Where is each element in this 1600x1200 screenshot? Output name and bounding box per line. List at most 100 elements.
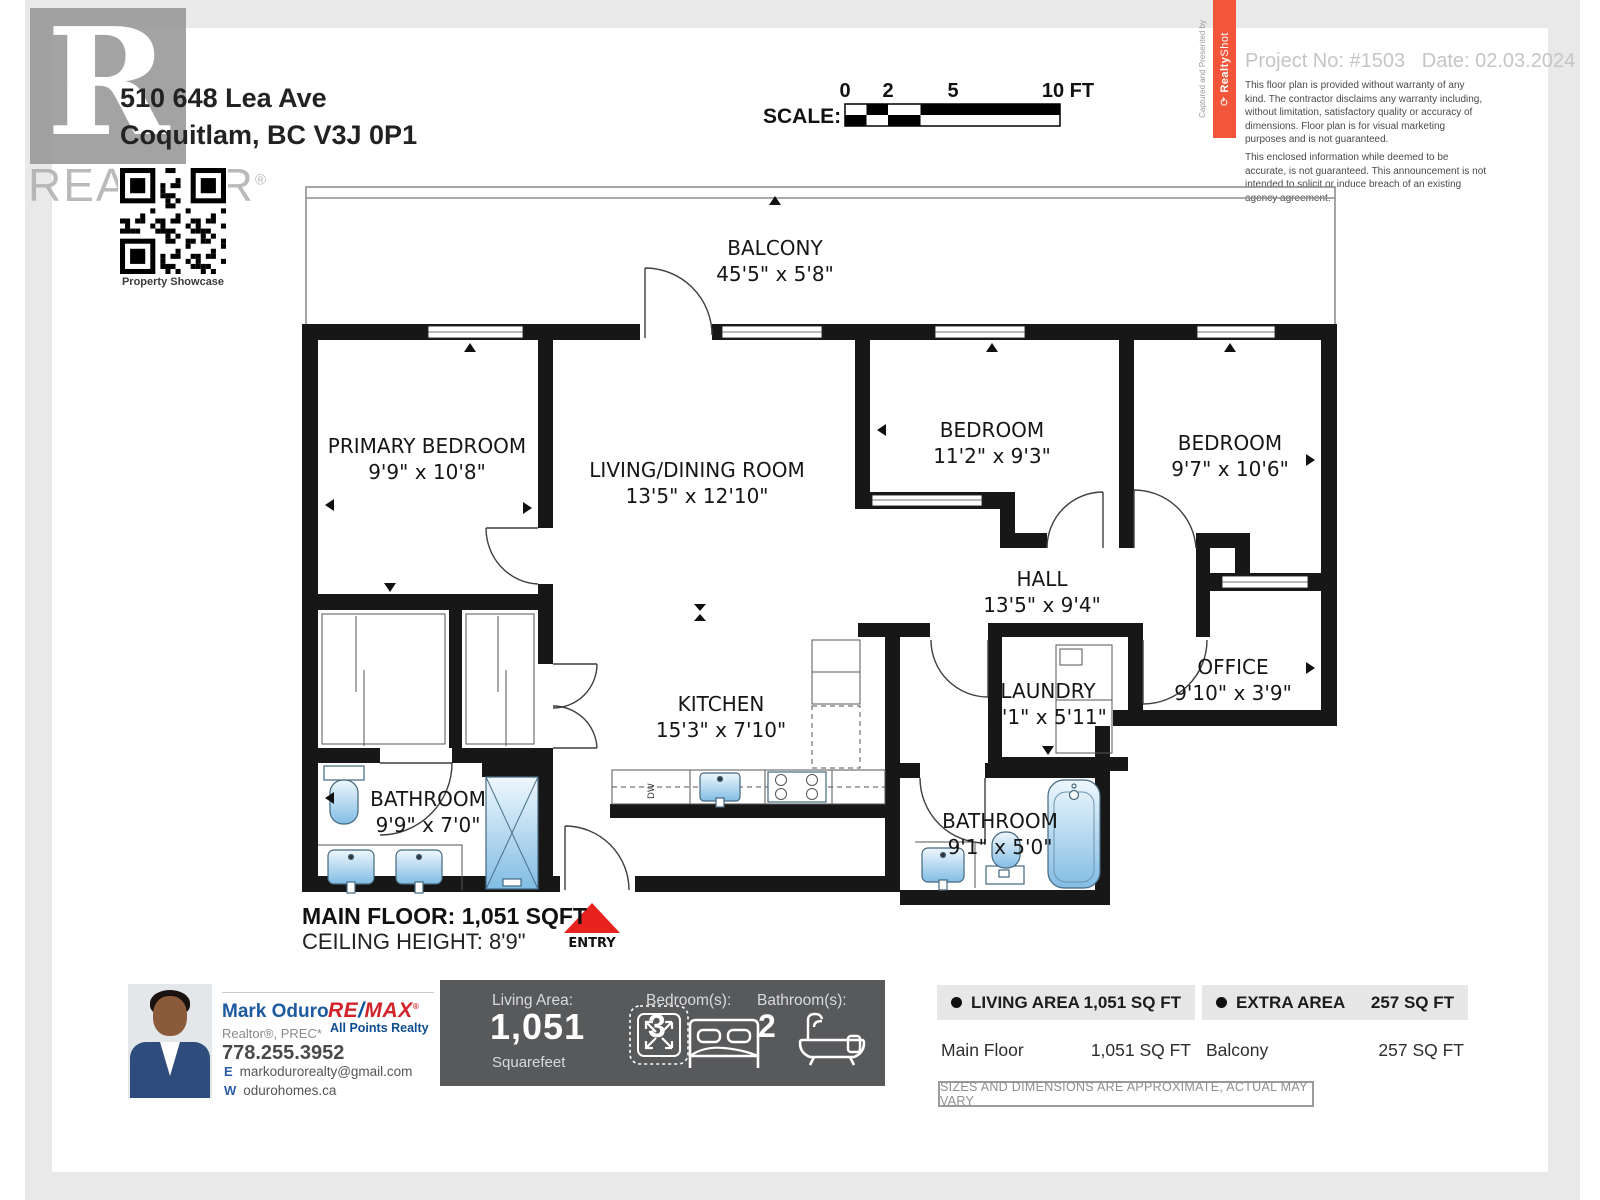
- bedrooms-label: Bedroom(s):: [646, 992, 732, 1009]
- toilet-right-bowl: [991, 831, 1021, 869]
- address-line1: 510 648 Lea Ave: [120, 83, 327, 113]
- remax-logo: RE/MAX®: [328, 999, 420, 1022]
- bathrooms-value: 2: [758, 1008, 776, 1044]
- bathrooms-label: Bathroom(s):: [757, 992, 847, 1009]
- primary-bedroom-door: [485, 527, 539, 585]
- agent-email: markodurorealty@gmail.com: [239, 1064, 413, 1079]
- casework: [318, 613, 1113, 890]
- extra-area-total: 257 SQ FT: [1370, 992, 1454, 1012]
- bathtub-icon: [798, 1012, 866, 1066]
- bedroom-right-door: [1133, 489, 1197, 549]
- living-area-unit: Squarefeet: [492, 1054, 566, 1071]
- realtor-r-icon: R: [46, 0, 170, 169]
- windows: [427, 325, 1309, 589]
- expand-icon: [629, 1005, 689, 1065]
- closet-left: [321, 613, 446, 745]
- agent-phone: 778.255.3952: [222, 1042, 345, 1064]
- email-icon: E: [224, 1064, 233, 1079]
- extra-row-value: 257 SQ FT: [1378, 1040, 1464, 1060]
- living-row-label: Main Floor: [941, 1040, 1024, 1060]
- floorplan-drawing: DW: [302, 186, 1337, 933]
- qr-code: [118, 166, 228, 276]
- bifold-door-lower: [552, 705, 598, 749]
- agent-photo: [128, 984, 212, 1098]
- bed-icon: [688, 1018, 760, 1068]
- toilet-left-bowl: [329, 779, 359, 825]
- closet-left-sliding-door: [355, 616, 365, 746]
- scale-tick-5: 5: [947, 80, 959, 102]
- dimension-ticks: [325, 196, 1315, 804]
- realtor-logo: R: [30, 2, 186, 164]
- living-area-total: 1,051 SQ FT: [1083, 992, 1181, 1012]
- entry-door: [564, 825, 630, 891]
- bullet-icon: [951, 997, 962, 1008]
- entry-label: ENTRY: [568, 936, 616, 951]
- washer-dryer: [1055, 644, 1113, 754]
- dimensions-note: SIZES AND DIMENSIONS ARE APPROXIMATE, AC…: [938, 1080, 1314, 1108]
- bathtub: [1047, 779, 1101, 889]
- ceiling-height: CEILING HEIGHT: 8'9": [302, 929, 526, 954]
- living-area-row: Main Floor 1,051 SQ FT: [937, 1040, 1195, 1061]
- property-address: 510 648 Lea Ave Coquitlam, BC V3J 0P1: [120, 80, 417, 154]
- bullet-icon: [1216, 997, 1227, 1008]
- registered-mark: ®: [255, 171, 269, 189]
- extra-row-label: Balcony: [1206, 1040, 1269, 1060]
- scale-bar: [844, 103, 1061, 127]
- qr-caption: Property Showcase: [121, 276, 225, 288]
- toilet-left-tank: [323, 765, 365, 781]
- closet-right: [465, 613, 535, 745]
- laundry-door: [930, 639, 989, 698]
- bathroom-right-vanity: [915, 841, 976, 888]
- agent-title: Realtor®, PREC*: [222, 1026, 322, 1041]
- project-info: Project No: #1503 Date: 02.03.2024: [1245, 50, 1576, 72]
- dishwasher-label: DW: [647, 783, 657, 799]
- extra-area-title: EXTRA AREA: [1236, 992, 1346, 1012]
- scale-tick-10: 10 FT: [1041, 80, 1095, 102]
- bifold-door-upper: [552, 663, 598, 709]
- living-area-title: LIVING AREA: [971, 992, 1080, 1012]
- extra-area-header: EXTRA AREA 257 SQ FT: [1202, 985, 1468, 1020]
- balcony-door: [644, 267, 713, 338]
- realtyshot-ribbon: ⟳ RealtyShot: [1213, 0, 1236, 138]
- website-icon: W: [224, 1083, 237, 1098]
- living-area-header: LIVING AREA 1,051 SQ FT: [937, 985, 1195, 1020]
- extra-area-table: EXTRA AREA 257 SQ FT Balcony 257 SQ FT: [1202, 985, 1468, 1061]
- stats-panel: Living Area: 1,051 Squarefeet Bedroom(s)…: [440, 980, 885, 1086]
- agent-photo-face: [153, 996, 187, 1036]
- entry-arrow-icon: [564, 903, 620, 933]
- bedrooms-value: 3: [648, 1008, 666, 1044]
- scale-label: SCALE:: [763, 105, 842, 128]
- living-area-value: 1,051: [490, 1006, 586, 1047]
- realtyshot-brand: ⟳ RealtyShot: [1219, 32, 1231, 106]
- bedroom-mid-door: [1046, 491, 1104, 549]
- living-row-value: 1,051 SQ FT: [1090, 1040, 1191, 1060]
- captured-by: Captured and Presented by: [1197, 20, 1207, 118]
- scale-tick-0: 0: [839, 80, 851, 102]
- office-door: [1142, 639, 1208, 705]
- agent-divider: [222, 992, 434, 993]
- scale-tick-2: 2: [882, 80, 894, 102]
- main-floor-area: MAIN FLOOR: 1,051 SQFT: [302, 903, 587, 929]
- refresh-icon: ⟳: [1219, 92, 1231, 106]
- counter-dashed: [811, 705, 861, 769]
- disclaimer-1: This floor plan is provided without warr…: [1245, 80, 1483, 145]
- plumbing-fixtures: [323, 765, 1101, 894]
- living-area-label: Living Area:: [492, 992, 573, 1009]
- extra-area-row: Balcony 257 SQ FT: [1202, 1040, 1468, 1061]
- closet-right-sliding-door: [497, 616, 507, 746]
- address-line2: Coquitlam, BC V3J 0P1: [120, 120, 418, 150]
